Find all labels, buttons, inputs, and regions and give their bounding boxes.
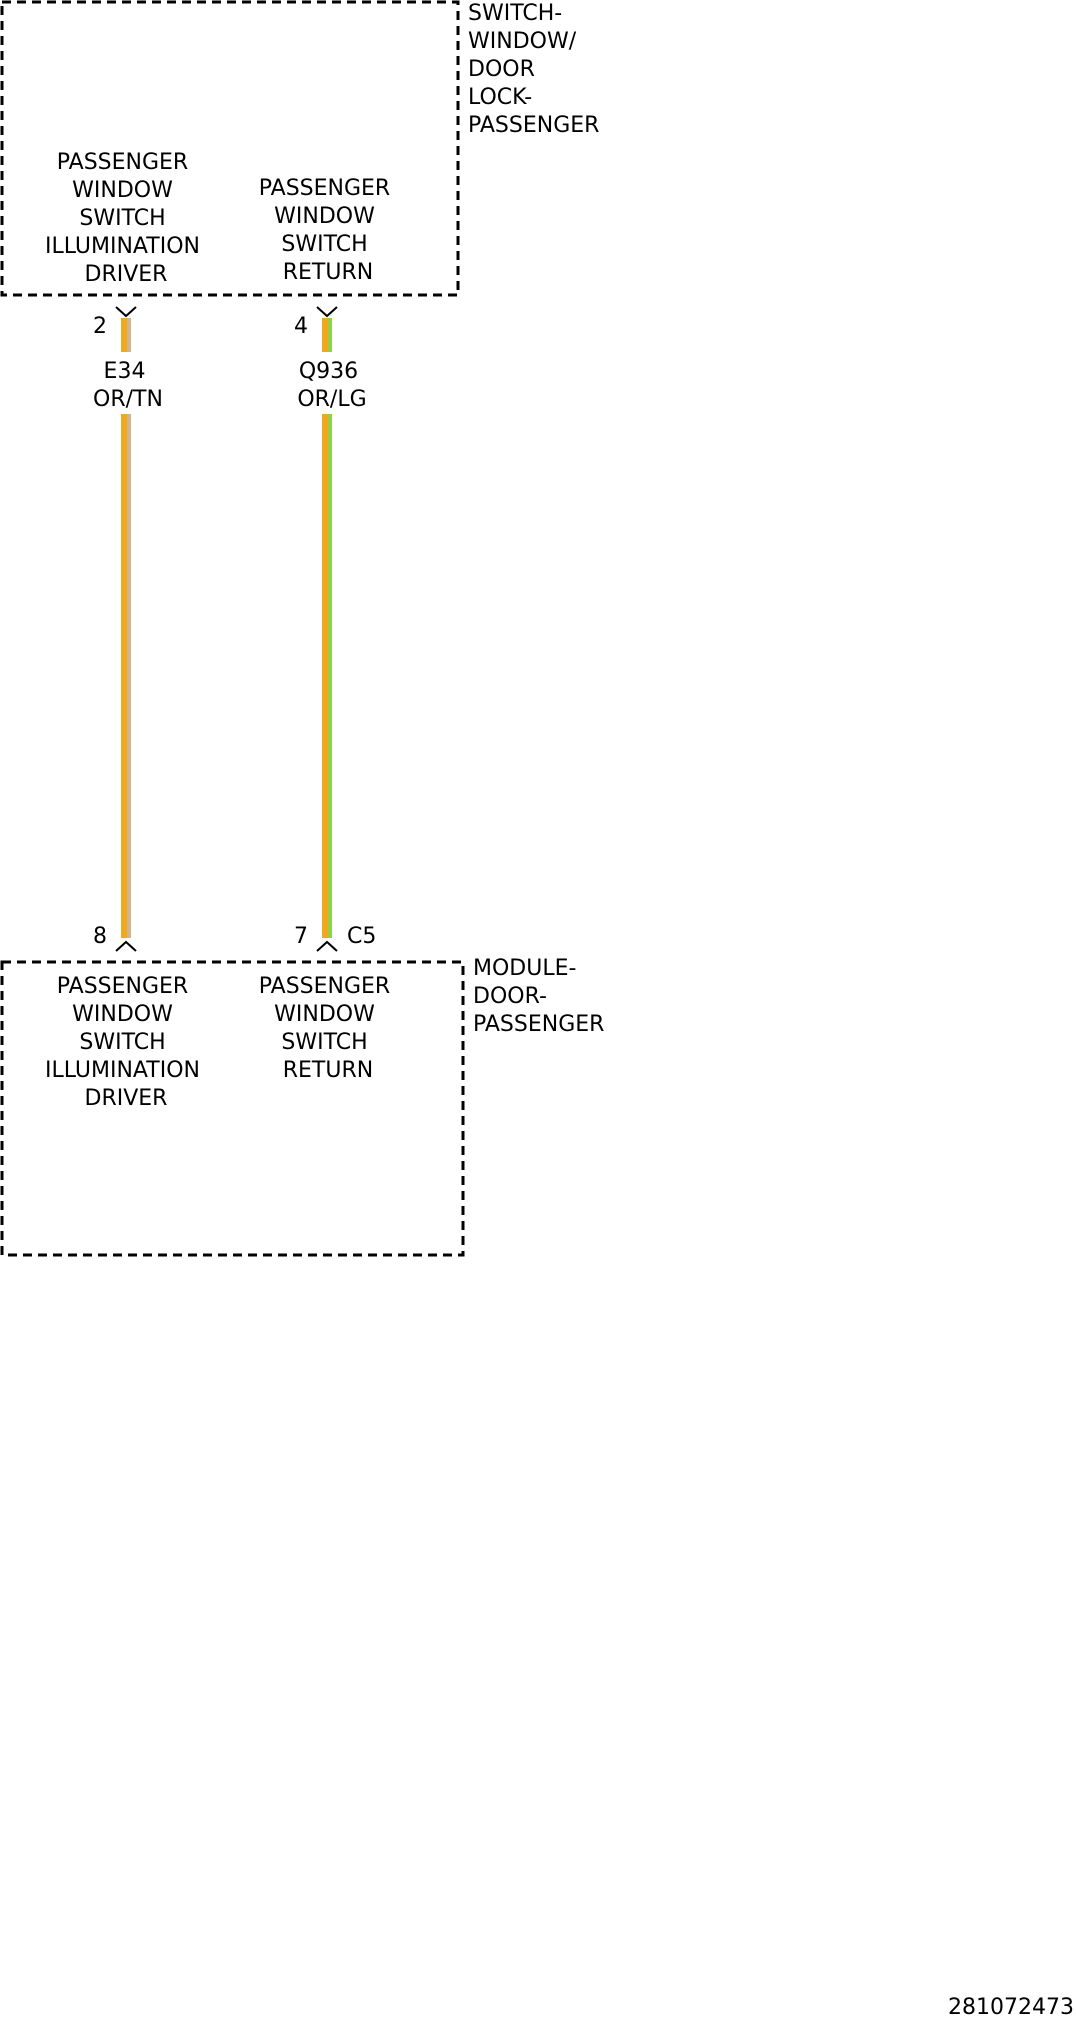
wire-q936	[322, 318, 332, 938]
top-pin-4-function: PASSENGER WINDOW SWITCH RETURN	[259, 176, 397, 285]
top-pin-2-function: PASSENGER WINDOW SWITCH ILLUMINATION DRI…	[45, 150, 207, 287]
wire-q936-upper-tracer	[328, 318, 332, 352]
bottom-pin-number-8: 8	[93, 924, 107, 949]
bottom-pin-7-function: PASSENGER WINDOW SWITCH RETURN	[259, 974, 397, 1083]
top-pin-number-4: 4	[294, 314, 308, 339]
diagram-id: 281072473	[948, 1995, 1074, 2020]
top-pin-2-terminal	[115, 306, 137, 318]
switch-window-door-lock-passenger-box	[0, 0, 460, 297]
top-pin-number-2: 2	[93, 314, 107, 339]
wire-q936-lower-tracer	[328, 414, 332, 938]
wire-q936-label: Q936 OR/LG	[297, 359, 366, 412]
wire-q936-upper-main	[322, 318, 328, 352]
wire-e34-lower-main	[121, 414, 127, 938]
wire-e34-upper-tracer	[127, 318, 131, 352]
module-door-passenger-box	[0, 960, 465, 1257]
bottom-pin-8-terminal	[115, 940, 137, 952]
bottom-pin-number-7: 7	[294, 924, 308, 949]
wire-e34-label: E34 OR/TN	[93, 359, 163, 412]
bottom-pin-7-terminal	[316, 940, 338, 952]
wire-e34-upper-main	[121, 318, 127, 352]
wire-e34-lower-tracer	[127, 414, 131, 938]
wire-q936-lower-main	[322, 414, 328, 938]
bottom-pin-8-function: PASSENGER WINDOW SWITCH ILLUMINATION DRI…	[45, 974, 207, 1111]
wire-e34	[121, 318, 131, 938]
top-pin-4-terminal	[316, 306, 338, 318]
bottom-connector-id: C5	[347, 924, 376, 949]
top-component-name: SWITCH- WINDOW/ DOOR LOCK- PASSENGER	[468, 1, 599, 138]
bottom-component-name: MODULE- DOOR- PASSENGER	[473, 956, 604, 1037]
